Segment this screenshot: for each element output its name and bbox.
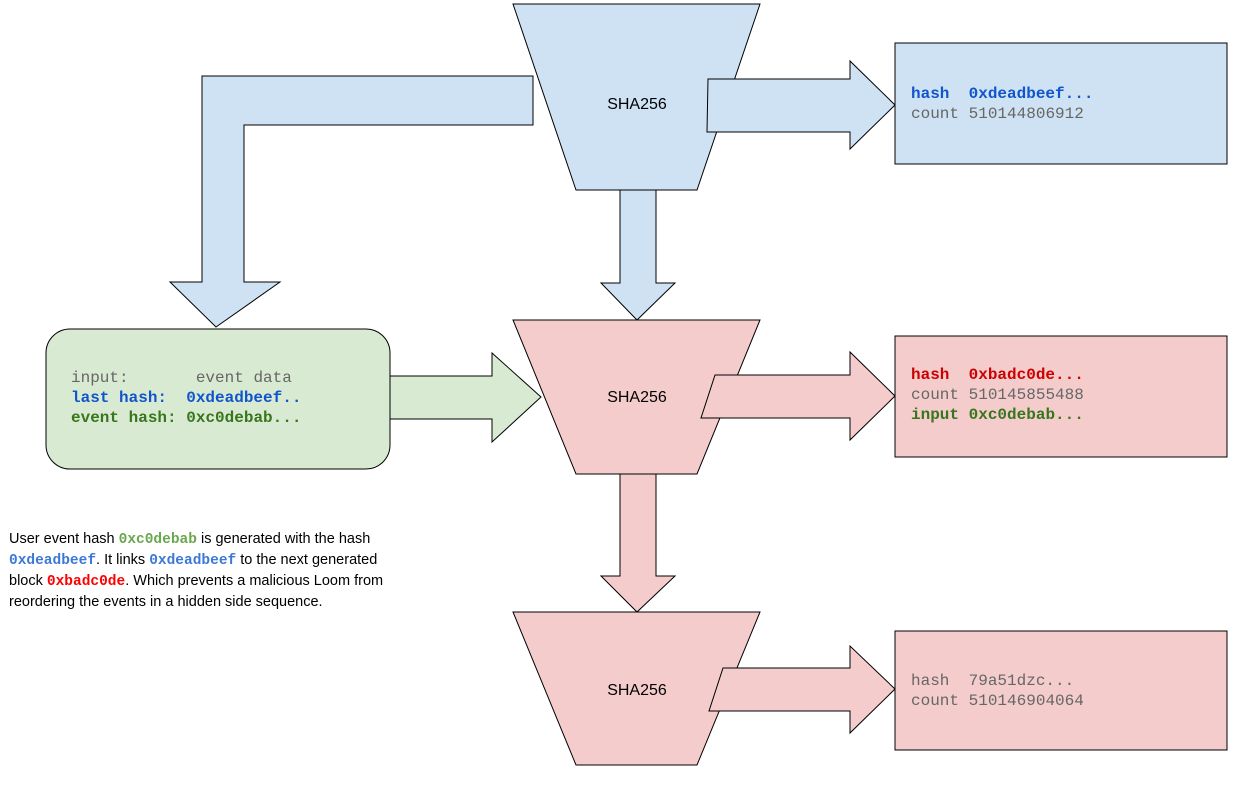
arrow-top-down <box>599 189 677 321</box>
block-mid-text: hash 0xbadc0de... count 510145855488 inp… <box>911 365 1084 425</box>
arrow-bottom-right <box>708 644 896 735</box>
block-top-count-value: 510144806912 <box>968 105 1084 123</box>
block-bottom-count-key: count <box>911 692 960 710</box>
event-hash-key: event hash: <box>71 409 177 427</box>
block-bottom-count-value: 510146904064 <box>968 692 1084 710</box>
arrow-top-right <box>706 59 896 151</box>
block-mid-input-key: input <box>911 406 960 424</box>
feedback-arrow <box>168 75 534 328</box>
arrow-mid-right <box>700 350 896 442</box>
event-hash-value: 0xc0debab... <box>186 409 302 427</box>
arrow-event-right <box>389 351 542 444</box>
block-top <box>894 42 1228 165</box>
arrow-mid-down <box>599 473 677 613</box>
sha256-top <box>512 3 761 191</box>
block-bottom-hash-value: 79a51dzc... <box>968 672 1075 690</box>
event-last-hash-key: last hash: <box>71 389 168 407</box>
sha256-top-label: SHA256 <box>607 96 667 113</box>
block-mid <box>894 335 1228 458</box>
block-bottom-hash-key: hash <box>911 672 950 690</box>
explanation-note: User event hash 0xc0debab is generated w… <box>9 529 389 612</box>
block-top-hash-value: 0xdeadbeef... <box>968 85 1094 103</box>
note-hash-last-1: 0xdeadbeef <box>9 553 97 569</box>
note-hash-event: 0xc0debab <box>118 532 197 548</box>
block-bottom <box>894 630 1228 751</box>
event-input-value: event data <box>195 369 292 387</box>
note-text-4: to the next generated block <box>9 552 378 589</box>
sha256-mid-label: SHA256 <box>607 389 667 406</box>
block-mid-count-key: count <box>911 386 960 404</box>
note-hash-next: 0xbadc0de <box>46 574 126 590</box>
block-bottom-text: hash 79a51dzc... count 510146904064 <box>911 671 1084 711</box>
block-mid-hash-key: hash <box>911 366 950 384</box>
block-top-text: hash 0xdeadbeef... count 510144806912 <box>911 84 1093 124</box>
sha256-mid <box>512 319 761 475</box>
note-text-2: is generated with the hash <box>196 531 371 547</box>
event-box-text: input: event data last hash: 0xdeadbeef.… <box>71 368 301 428</box>
event-last-hash-value: 0xdeadbeef.. <box>186 389 302 407</box>
block-mid-hash-value: 0xbadc0de... <box>968 366 1084 384</box>
block-mid-count-value: 510145855488 <box>968 386 1084 404</box>
note-hash-last-2: 0xdeadbeef <box>149 553 237 569</box>
block-top-hash-key: hash <box>911 85 950 103</box>
note-text-1: User event hash <box>9 531 119 547</box>
note-text-5: . Which prevents a malicious Loom from r… <box>9 573 384 610</box>
block-mid-input-value: 0xc0debab... <box>968 406 1084 424</box>
sha256-bottom <box>512 611 761 766</box>
block-top-count-key: count <box>911 105 960 123</box>
note-text-3: . It links <box>96 552 150 568</box>
event-input-key: input: <box>71 369 129 387</box>
sha256-bottom-label: SHA256 <box>607 682 667 699</box>
